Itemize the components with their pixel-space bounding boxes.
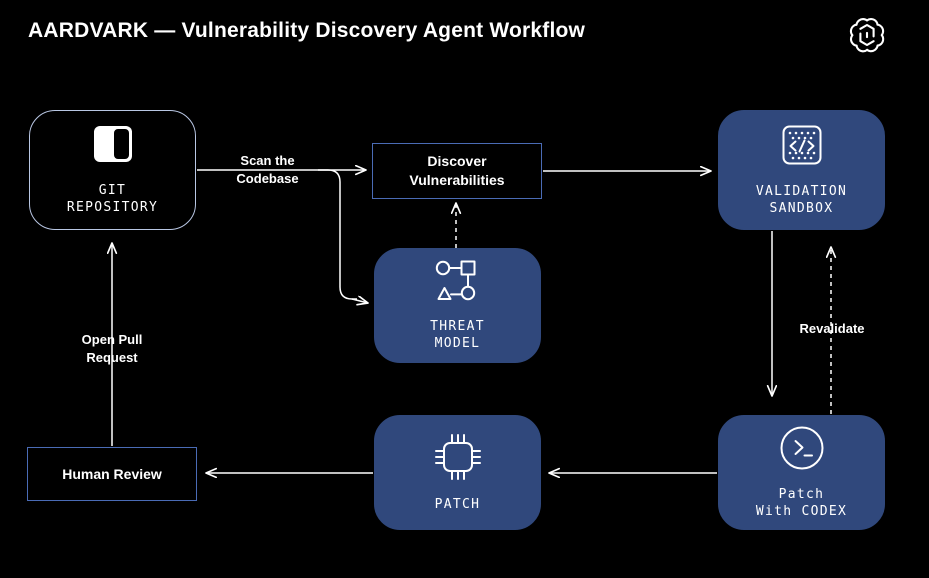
node-label-human-review: Human Review: [62, 465, 162, 482]
terminal-prompt-icon: [778, 424, 826, 477]
edge-label-scan-the-codebase: Scan the Codebase: [236, 153, 299, 186]
repository-icon: [88, 124, 138, 173]
node-validation-sandbox[interactable]: VALIDATION SANDBOX: [718, 110, 885, 230]
node-human-review[interactable]: Human Review: [27, 447, 197, 501]
edge-label-open-pull-request: Open Pull Request: [81, 332, 143, 365]
node-threat-model[interactable]: THREAT MODEL: [374, 248, 541, 363]
page-title: AARDVARK — Vulnerability Discovery Agent…: [28, 19, 586, 42]
code-sandbox-icon: [778, 123, 826, 174]
node-label-discover-vulnerabilities: Discover Vulnerabilities: [409, 153, 505, 188]
edge-git-to-threat-curve: [318, 169, 357, 300]
node-label-threat-model: THREAT MODEL: [430, 319, 485, 351]
threat-graph-icon: [432, 258, 484, 309]
node-patch[interactable]: PATCH: [374, 415, 541, 530]
node-patch-with-codex[interactable]: Patch With CODEX: [718, 415, 885, 530]
edge-threat-arrowhead: [351, 299, 368, 303]
node-discover-vulnerabilities[interactable]: Discover Vulnerabilities: [372, 143, 542, 199]
node-label-git-repository: GIT REPOSITORY: [66, 182, 159, 215]
node-git-repository[interactable]: GIT REPOSITORY: [29, 110, 196, 230]
node-label-validation-sandbox: VALIDATION SANDBOX: [755, 183, 848, 216]
edge-label-revalidate: Revalidate: [799, 321, 865, 336]
chip-icon: [432, 432, 484, 487]
node-label-patch: PATCH: [434, 496, 481, 512]
openai-logo-icon: [846, 14, 888, 56]
node-label-patch-with-codex: Patch With CODEX: [755, 487, 848, 519]
